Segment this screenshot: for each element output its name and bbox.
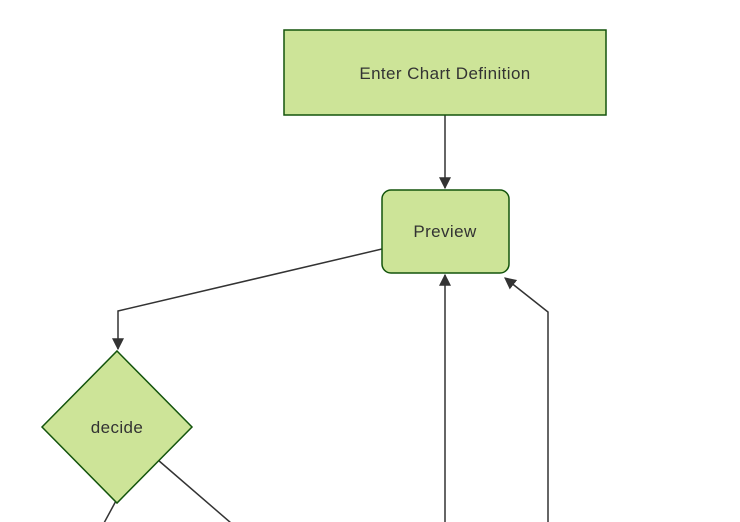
preview-label: Preview	[413, 222, 477, 241]
preview-box	[381, 189, 510, 274]
edge-offscreen-to-preview-corner	[504, 277, 549, 522]
edge-decide-to-offscreen-right	[157, 459, 231, 522]
node-enter-chart-definition: Enter Chart Definition	[283, 29, 607, 116]
edge-decide-to-offscreen-left	[103, 498, 118, 522]
node-decide: decide	[40, 349, 194, 505]
enter-chart-definition-box	[283, 29, 607, 116]
decide-label: decide	[91, 418, 144, 437]
edge-preview-to-decide	[112, 248, 383, 351]
enter-chart-definition-label: Enter Chart Definition	[359, 64, 530, 83]
edge-layer	[103, 115, 549, 522]
decide-diamond	[40, 349, 194, 505]
node-preview: Preview	[381, 189, 510, 274]
